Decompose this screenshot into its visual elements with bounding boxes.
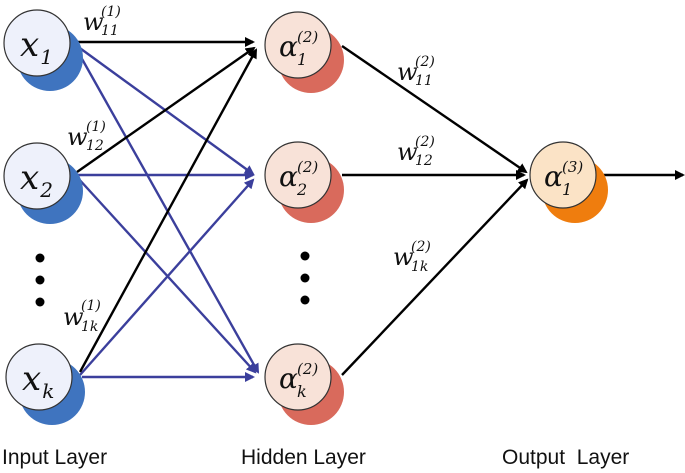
svg-text:α: α <box>279 160 298 193</box>
hidden-node-1: α 1 (2) <box>264 11 344 93</box>
node-base-text: α <box>279 30 298 63</box>
weight-sup: (2) <box>415 54 435 70</box>
edge-x2-ak <box>76 176 257 374</box>
hidden-node-2: α 2 (2) <box>264 141 344 223</box>
svg-text:x1: x1 <box>20 25 53 69</box>
node-base-text: x <box>22 359 41 399</box>
output-layer-label: Output Layer <box>502 446 629 469</box>
node-sub-text: 2 <box>39 178 53 202</box>
edge-x2-a1 <box>76 46 256 173</box>
weight-sup: (2) <box>411 239 431 255</box>
node-sup-text: (2) <box>297 360 318 378</box>
edge-a1-out <box>341 45 528 174</box>
node-sup-text: (2) <box>297 28 318 46</box>
node-base-text: α <box>544 160 563 193</box>
weight-sub: 11 <box>101 23 119 39</box>
node-sub-text: 1 <box>562 180 572 199</box>
weight-sup: (1) <box>86 119 106 135</box>
svg-text:α: α <box>279 30 298 63</box>
node-sub-text: k <box>42 379 54 403</box>
weight-base: w <box>63 303 84 331</box>
hidden-ellipsis <box>300 251 310 305</box>
node-sup-text: (2) <box>297 158 318 176</box>
svg-text:α: α <box>544 160 563 193</box>
svg-text:x2: x2 <box>20 158 53 202</box>
node-base-text: x <box>20 158 39 198</box>
weight-base: w <box>397 138 418 166</box>
edge-ak-out <box>341 178 529 376</box>
node-base-text: α <box>279 160 298 193</box>
weight-sub: 12 <box>415 153 433 169</box>
input-node-1: x1 <box>3 9 83 91</box>
input-ellipsis <box>35 253 45 307</box>
svg-text:α: α <box>279 362 298 395</box>
weight-sup: (1) <box>101 4 121 20</box>
weight-base: w <box>67 123 88 151</box>
weight-sub: 12 <box>86 138 104 154</box>
weight-sub: 1k <box>81 319 98 335</box>
weight-w1k-1: w 1k (1) <box>63 298 101 335</box>
hidden-node-k: α k (2) <box>264 343 344 425</box>
weight-base: w <box>397 58 418 86</box>
node-base-text: α <box>279 362 298 395</box>
weight-sub: 11 <box>415 73 433 89</box>
edges-black <box>76 37 685 376</box>
node-sub-text: 2 <box>296 180 307 199</box>
weight-w12-2: w 12 (2) <box>397 134 435 169</box>
edge-xk-a2 <box>79 178 255 376</box>
input-layer-label: Input Layer <box>2 446 107 469</box>
weight-base: w <box>83 8 104 36</box>
weight-sup: (2) <box>415 134 435 150</box>
node-base-text: x <box>20 25 39 65</box>
weight-w11-1: w 11 (1) <box>83 4 121 39</box>
node-sub-text: k <box>297 382 307 401</box>
weight-w11-2: w 11 (2) <box>397 54 435 89</box>
input-node-k: xk <box>5 343 85 425</box>
weight-w12-1: w 12 (1) <box>67 119 106 154</box>
node-sub-text: 1 <box>40 45 53 69</box>
edges-input-hidden-blue <box>75 45 260 382</box>
node-sub-text: 1 <box>297 50 307 69</box>
edge-xk-a1 <box>78 48 258 373</box>
hidden-layer-label: Hidden Layer <box>241 446 366 469</box>
weight-w1k-2: w 1k (2) <box>393 239 431 275</box>
input-node-2: x2 <box>3 142 83 224</box>
output-node: α 1 (3) <box>529 141 608 223</box>
svg-text:xk: xk <box>22 359 54 403</box>
node-sup-text: (3) <box>562 158 583 176</box>
weight-base: w <box>393 243 414 271</box>
weight-sup: (1) <box>81 298 101 314</box>
weight-sub: 1k <box>411 259 428 275</box>
